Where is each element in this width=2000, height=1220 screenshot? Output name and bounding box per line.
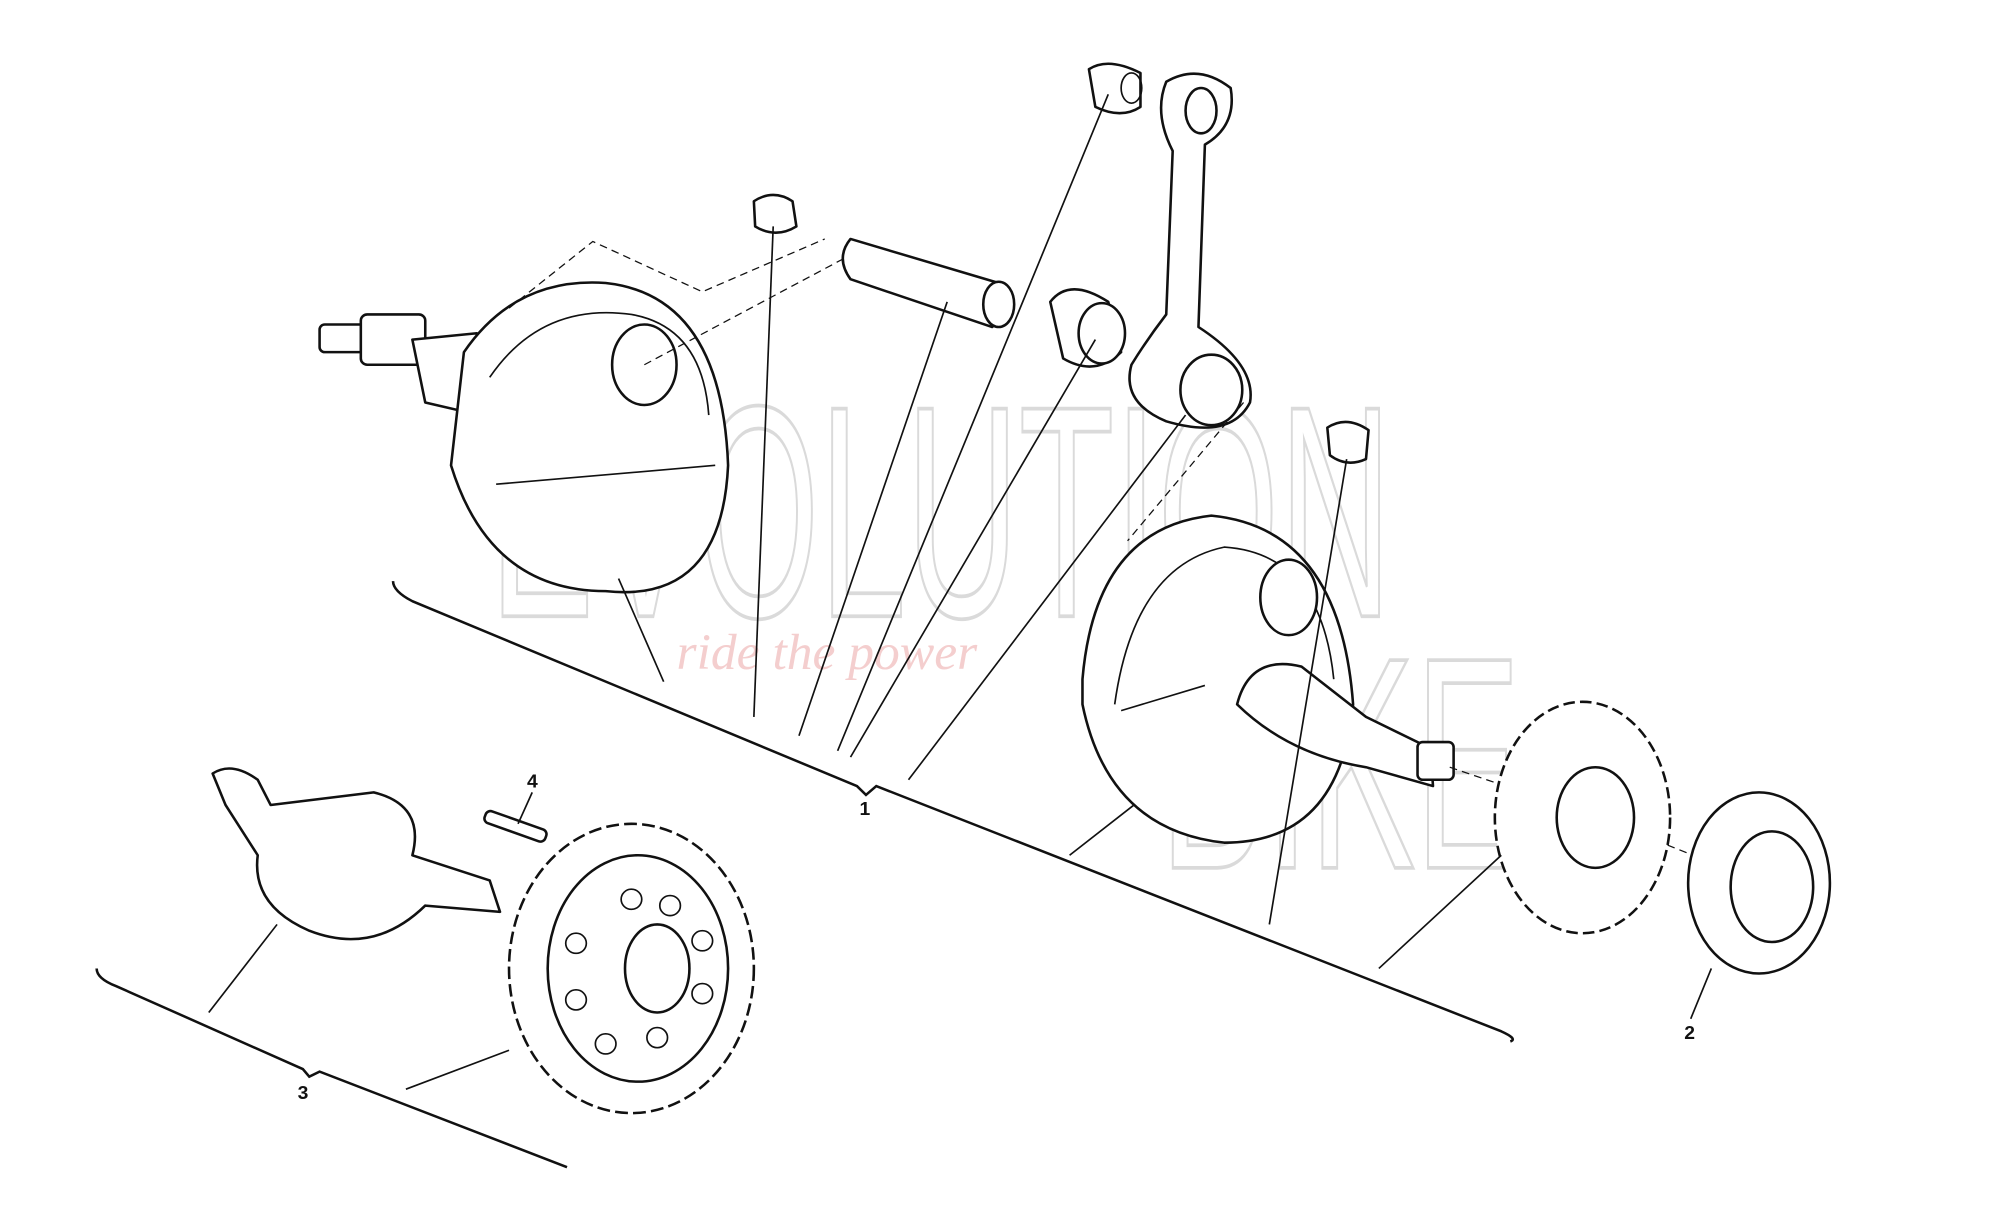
pin-part (483, 809, 548, 843)
callout-4: 4 (527, 772, 538, 793)
balancer-shaft (211, 767, 548, 941)
leader-lines (95, 94, 1713, 1169)
callout-2: 2 (1684, 1023, 1695, 1044)
callout-1: 1 (860, 799, 871, 820)
needle-bearing (1048, 288, 1127, 368)
small-end-bushing (1087, 62, 1143, 115)
left-crank-half (318, 281, 730, 594)
bushing-left (752, 193, 798, 234)
right-crank-half (1081, 514, 1455, 844)
callout-3: 3 (298, 1083, 309, 1104)
crank-pin (841, 237, 1016, 329)
timing-gear-right (1493, 700, 1672, 935)
shim-washer (1686, 791, 1832, 975)
bushing-right (1326, 420, 1370, 464)
balancer-gear (507, 822, 756, 1115)
connecting-rod (1128, 72, 1252, 429)
